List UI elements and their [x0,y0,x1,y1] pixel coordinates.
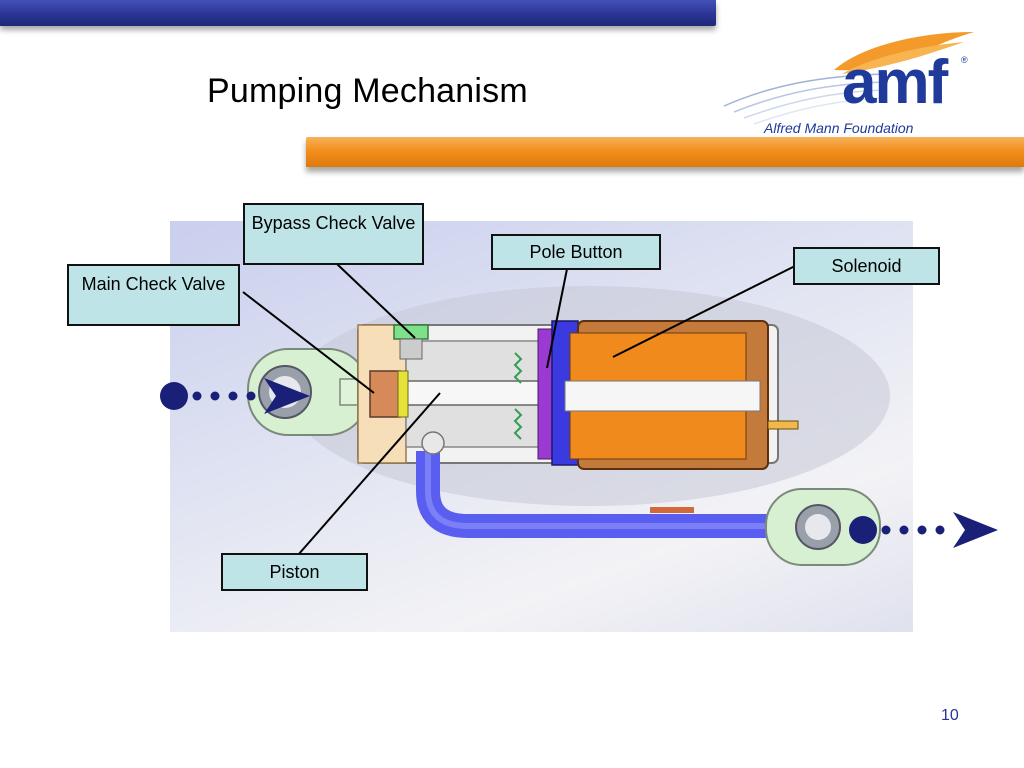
header-bar [0,0,716,26]
leader-lines [242,263,796,556]
pump-cross-section-image [170,221,913,632]
page-number: 10 [941,707,959,724]
amf-logo-wordmark: amf [842,48,948,117]
callout-label: Piston [269,562,320,582]
callout-label: Bypass Check Valve [251,213,416,233]
callout-label: Solenoid [831,256,902,276]
logo-tagline: Alfred Mann Foundation [764,120,914,136]
callout-main-check-valve: Main Check Valve [67,264,240,326]
callout-label: Main Check Valve [81,274,226,294]
callout-bypass-check-valve: Bypass Check Valve [243,203,424,265]
callout-solenoid: Solenoid [793,247,940,285]
outlet-flow-arrow [849,512,998,548]
slide-title: Pumping Mechanism [207,72,528,110]
registered-mark: ® [961,55,968,65]
pump-cross-section-drawing [247,286,890,566]
callout-pole-button: Pole Button [491,234,661,270]
amf-logo-swoosh [723,32,974,125]
callout-piston: Piston [221,553,368,591]
callout-label: Pole Button [529,242,623,262]
inlet-flow-arrow [160,378,310,414]
accent-bar [306,137,1024,167]
